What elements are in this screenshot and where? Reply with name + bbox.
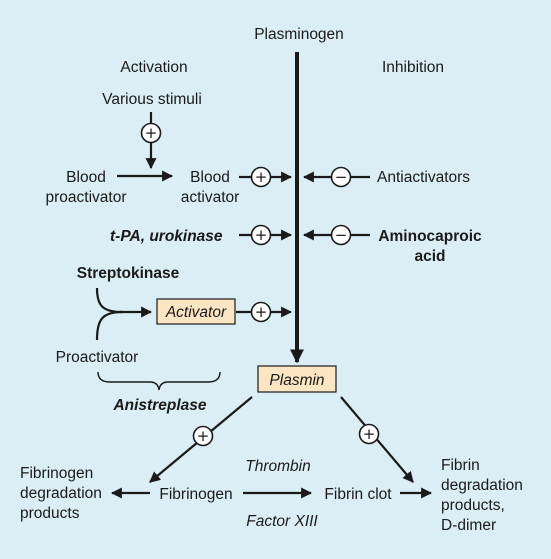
anistreplase-brace [97,371,221,391]
fibrin-degradation-label-line3: products, [441,497,505,514]
fibrinogen-label: Fibrinogen [159,486,232,503]
svg-text:−: − [335,226,348,244]
activation-heading: Activation [120,59,187,76]
activator-box [156,298,236,325]
antiactivators-label: Antiactivators [377,169,470,186]
streptokinase-label: Streptokinase [77,265,180,282]
fibrin-cleavage-plus-sign: + [358,423,380,445]
factor-xiii-label: Factor XIII [246,513,318,530]
svg-text:+: + [197,427,210,445]
proactivator-merge-curve [95,310,123,341]
blood-activator-label-line2: activator [181,189,240,206]
inhibition-heading: Inhibition [382,59,444,76]
thrombin-label: Thrombin [245,458,310,475]
various-stimuli-label: Various stimuli [102,91,202,108]
blood-proactivator-label-line2: proactivator [46,189,127,206]
activator-label: Activator [165,304,227,321]
tpa-urokinase-label: t-PA, urokinase [110,228,223,245]
svg-text:+: + [363,425,376,443]
plasmin-label: Plasmin [269,372,324,389]
aminocaproic-minus-sign: − [330,224,352,246]
stimuli-plus-sign: + [140,122,162,144]
fibrin-degradation-label-line2: degradation [441,477,523,494]
plasminogen-label: Plasminogen [254,26,344,43]
blood-activator-label-line1: Blood [190,169,230,186]
svg-text:+: + [255,168,268,186]
svg-text:+: + [255,226,268,244]
svg-text:+: + [255,303,268,321]
aminocaproic-label-line2: acid [414,248,445,265]
blood-activator-plus-sign: + [250,166,272,188]
aminocaproic-label-line1: Aminocaproic [378,228,482,245]
fibrinogen-degradation-label-line2: degradation [20,485,102,502]
fibrin-clot-label: Fibrin clot [324,486,392,503]
fibrinogen-degradation-label-line3: products [20,505,80,522]
anistreplase-label: Anistreplase [112,397,206,414]
plasmin-box [257,365,337,393]
tpa-plus-sign: + [250,224,272,246]
activator-plus-sign: + [250,301,272,323]
antiactivators-minus-sign: − [330,166,352,188]
proactivator-label: Proactivator [56,349,139,366]
fibrinogen-degradation-label-line1: Fibrinogen [20,465,93,482]
svg-text:−: − [335,168,348,186]
fibrin-degradation-label-line1: Fibrin [441,457,480,474]
streptokinase-merge-curve [95,287,123,314]
svg-text:+: + [145,124,158,142]
fibrin-degradation-label-line4: D-dimer [441,517,496,534]
fibrinogen-cleavage-plus-sign: + [192,425,214,447]
blood-proactivator-label-line1: Blood [66,169,106,186]
